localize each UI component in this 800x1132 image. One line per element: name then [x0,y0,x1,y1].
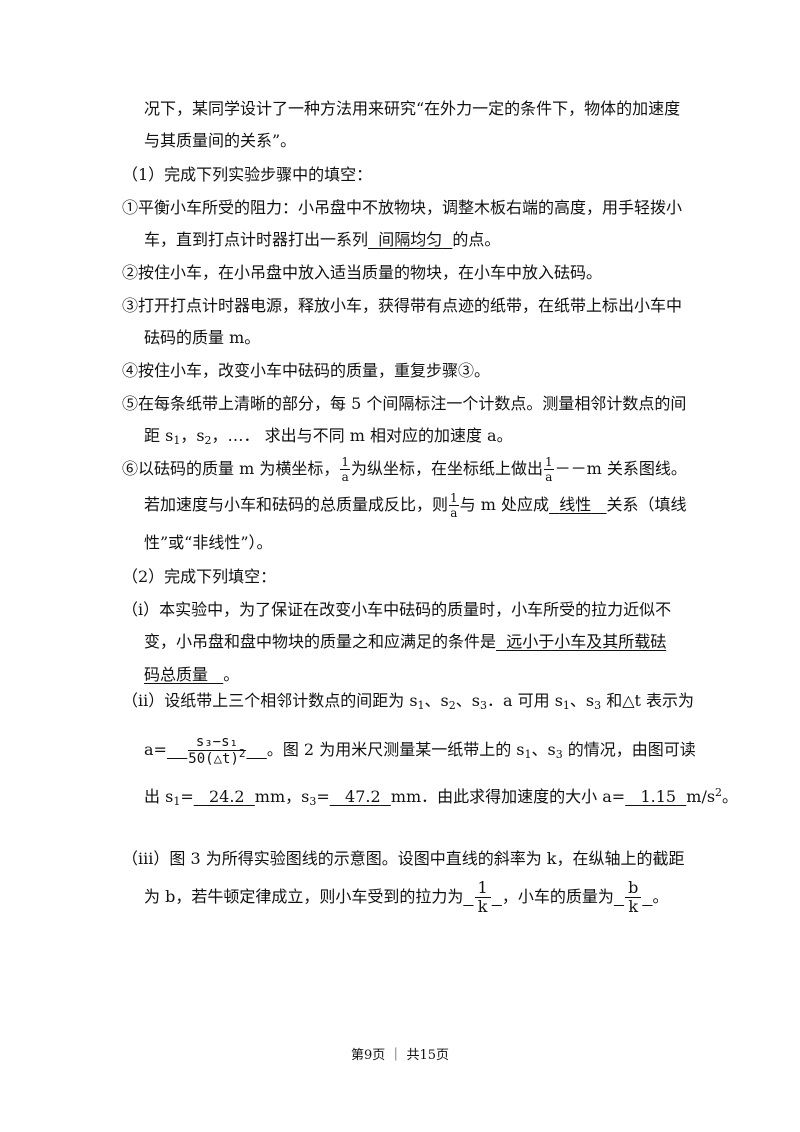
question-i-end: 码总质量 。 [144,665,240,684]
step-3: ③打开打点计时器电源，释放小车，获得带有点迹的纸带，在纸带上标出小车中 [122,296,683,315]
question-ii-answers: 出 s1= 24.2 mm，s3= 47.2 mm．由此求得加速度的大小 a= … [144,786,739,808]
step-3-cont: 砝码的质量 m。 [144,328,261,347]
question-iii: （iii）图 3 为所得实验图线的示意图。设图中直线的斜率为 k，在纵轴上的截距 [122,849,685,868]
text-line: 与其质量间的关系”。 [144,131,297,150]
answer-blank: 47.2 [345,787,381,806]
text-line: 况下，某同学设计了一种方法用来研究“在外力一定的条件下，物体的加速度 [144,99,681,118]
answer-blank: 远小于小车及其所载砝 [506,632,667,651]
answer-blank: 码总质量 [144,665,209,684]
section-heading: （1）完成下列实验步骤中的填空： [122,165,373,184]
answer-blank: 线性 [559,495,592,514]
step-2: ②按住小车，在小吊盘中放入适当质量的物块，在小车中放入砝码。 [122,263,603,282]
question-i: （i）本实验中，为了保证在改变小车中砝码的质量时，小车所受的拉力近似不 [122,600,672,619]
step-1: ①平衡小车所受的阻力：小吊盘中不放物块，调整木板右端的高度，用手轻拨小 [122,198,683,217]
answer-blank: 1.15 [640,787,677,806]
answer-blank: 间隔均匀 [378,230,443,249]
question-ii: （ii）设纸带上三个相邻计数点的间距为 s1、s2、s3．a 可用 s1、s3 … [122,691,695,712]
section-heading: （2）完成下列填空： [122,567,277,586]
step-5-cont: 距 s1，s2，…． 求出与不同 m 相对应的加速度 a。 [144,426,513,447]
step-5: ⑤在每条纸带上清晰的部分，每 5 个间隔标注一个计数点。测量相邻计数点的间 [122,394,687,413]
step-4: ④按住小车，改变小车中砝码的质量，重复步骤③。 [122,361,491,380]
question-i-cont: 变，小吊盘和盘中物块的质量之和应满足的条件是 远小于小车及其所载砝 [144,632,667,651]
step-6-end: 性”或“非线性”）。 [144,533,273,552]
step-1-cont: 车，直到打点计时器打出一系列 间隔均匀 的点。 [144,230,501,249]
answer-blank: 24.2 [208,787,245,806]
page-footer: 第9页 ｜ 共15页 [350,1048,450,1063]
